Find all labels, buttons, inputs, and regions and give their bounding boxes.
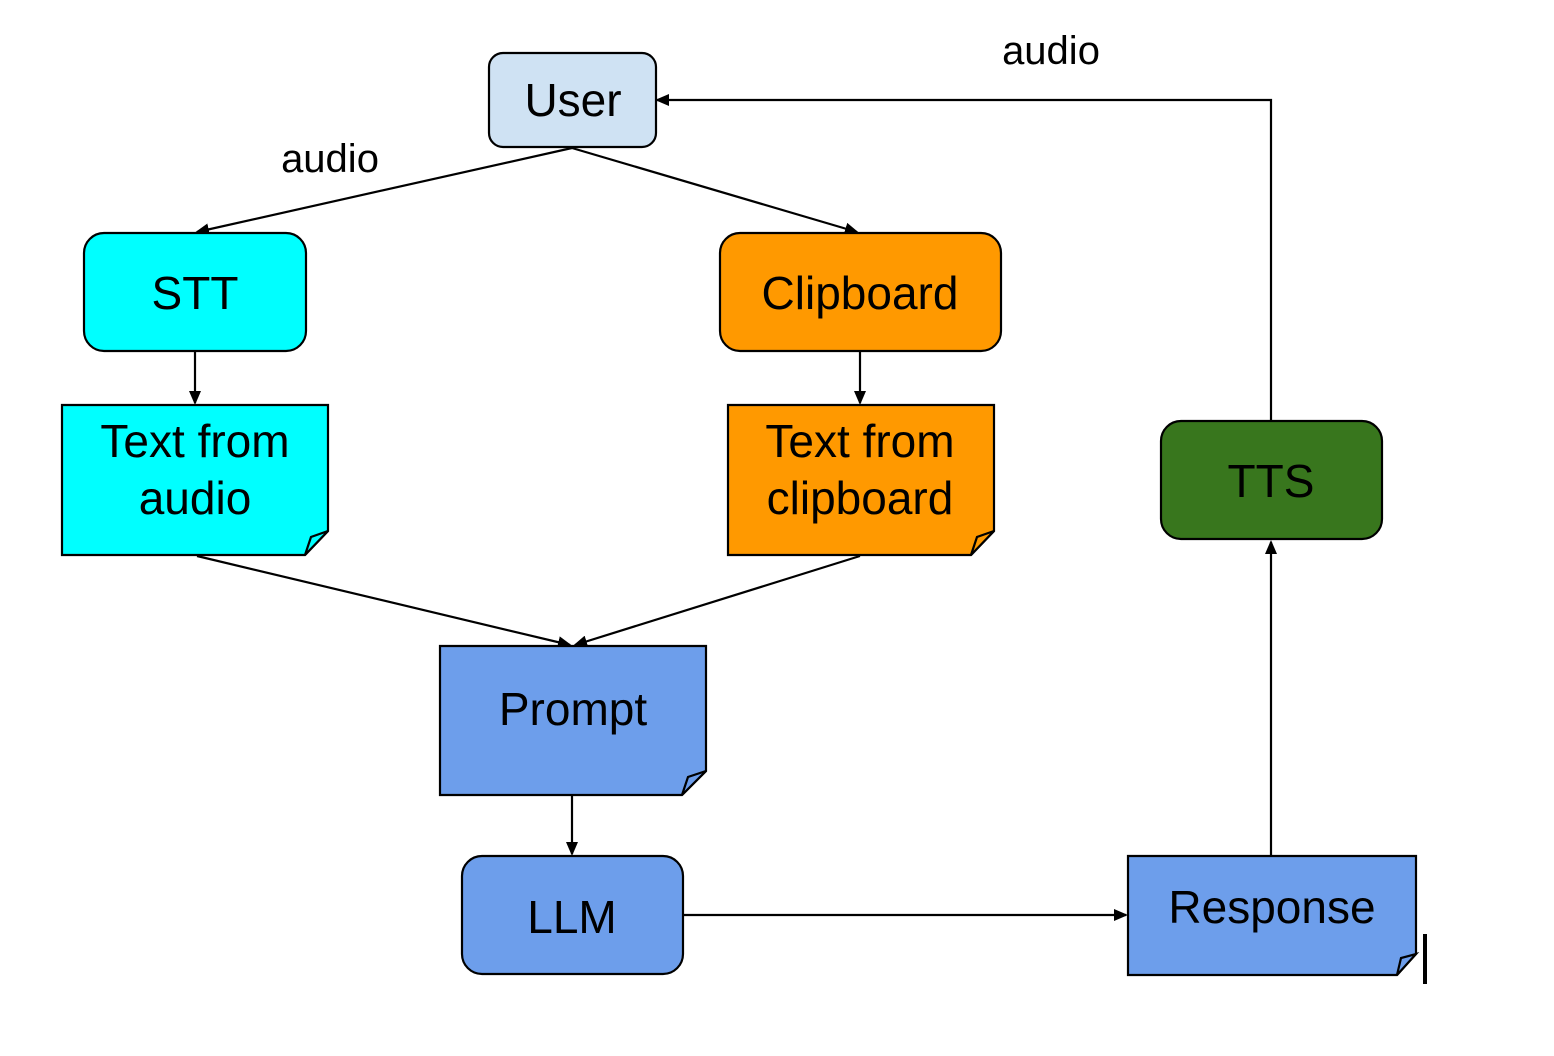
edge-label-tts-to-user: audio	[1002, 29, 1100, 73]
node-stt-shape	[82, 231, 308, 353]
node-text-from-clipboard-line2: clipboard	[767, 472, 954, 524]
node-clipboard: Clipboard	[718, 231, 1003, 353]
node-prompt-fold	[680, 769, 707, 796]
edges	[189, 94, 1277, 921]
edge-text-from-audio-to-prompt	[196, 554, 572, 649]
edge-user-to-stt	[195, 146, 573, 236]
node-llm-shape	[460, 854, 685, 976]
node-text-from-audio-fold	[303, 529, 329, 556]
node-prompt-label: Prompt	[499, 683, 647, 735]
node-response: Response	[1126, 854, 1420, 977]
edge-tts-to-user	[655, 94, 1273, 420]
node-text-from-clipboard-line1: Text from	[765, 415, 954, 467]
node-tts: TTS	[1159, 419, 1384, 541]
node-user: User	[487, 51, 658, 149]
edge-user-to-clipboard	[571, 146, 859, 235]
node-text-from-clipboard-fold	[969, 529, 995, 556]
node-llm-label: LLM	[527, 891, 616, 943]
node-text-from-audio: Text from audio	[60, 403, 330, 557]
node-stt: STT	[82, 231, 308, 353]
node-clipboard-shape	[718, 231, 1003, 353]
node-text-from-audio-line2: audio	[139, 472, 252, 524]
node-response-label: Response	[1168, 881, 1375, 933]
node-tts-shape	[1159, 419, 1384, 541]
node-text-from-audio-line1: Text from	[100, 415, 289, 467]
node-tts-label: TTS	[1228, 455, 1315, 507]
node-response-fold	[1395, 951, 1420, 976]
node-user-shape	[487, 51, 658, 149]
node-user-label: User	[524, 74, 621, 126]
edge-text-from-clipboard-to-prompt	[573, 554, 861, 648]
node-text-from-clipboard: Text from clipboard	[726, 403, 996, 557]
node-clipboard-label: Clipboard	[762, 267, 959, 319]
node-stt-label: STT	[152, 267, 239, 319]
node-llm: LLM	[460, 854, 685, 976]
node-prompt: Prompt	[438, 644, 708, 797]
text-cursor	[1423, 934, 1427, 984]
edge-label-user-to-stt: audio	[281, 137, 379, 181]
